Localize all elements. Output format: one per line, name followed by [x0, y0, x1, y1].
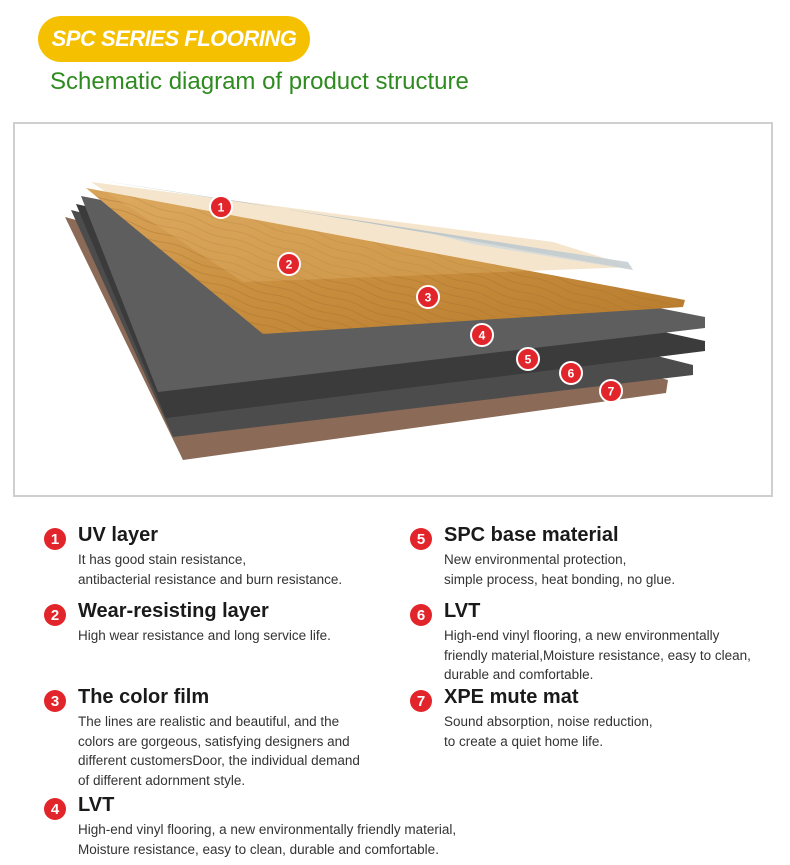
marker-1: 1 [209, 195, 233, 219]
marker-3: 3 [416, 285, 440, 309]
layer-description: Sound absorption, noise reduction, to cr… [444, 714, 653, 749]
layer-stack-illustration: 1 2 3 4 5 6 7 [65, 180, 705, 460]
layer-title: LVT [444, 600, 481, 622]
layer-number-badge: 6 [410, 604, 432, 626]
svg-text:4: 4 [479, 329, 486, 343]
svg-text:3: 3 [425, 291, 432, 305]
layer-description: The lines are realistic and beautiful, a… [78, 714, 360, 788]
svg-text:7: 7 [608, 385, 615, 399]
svg-text:6: 6 [568, 367, 575, 381]
layer-title: XPE mute mat [444, 686, 579, 708]
svg-text:2: 2 [286, 258, 293, 272]
marker-6: 6 [559, 361, 583, 385]
layer-title: The color film [78, 686, 210, 708]
layer-number-badge: 5 [410, 528, 432, 550]
marker-4: 4 [470, 323, 494, 347]
page-subtitle: Schematic diagram of product structure [50, 68, 469, 95]
svg-text:5: 5 [525, 353, 532, 367]
structure-diagram: 1 2 3 4 5 6 7 [13, 122, 773, 497]
layer-number-badge: 4 [44, 798, 66, 820]
layer-number-badge: 1 [44, 528, 66, 550]
layer-title: SPC base material [444, 524, 619, 546]
layer-title: Wear-resisting layer [78, 600, 269, 622]
layer-number-badge: 2 [44, 604, 66, 626]
marker-5: 5 [516, 347, 540, 371]
marker-2: 2 [277, 252, 301, 276]
layer-number-badge: 7 [410, 690, 432, 712]
marker-7: 7 [599, 379, 623, 403]
layer-title: LVT [78, 794, 115, 816]
layer-description: It has good stain resistance, antibacter… [78, 552, 343, 587]
layer-description: New environmental protection, simple pro… [444, 552, 676, 587]
svg-text:1: 1 [218, 201, 225, 215]
layer-title: UV layer [78, 524, 159, 546]
layer-number-badge: 3 [44, 690, 66, 712]
layer-description: High-end vinyl flooring, a new environme… [444, 628, 751, 682]
layer-description: High-end vinyl flooring, a new environme… [78, 822, 457, 857]
series-badge: SPC SERIES FLOORING [38, 16, 310, 62]
series-badge-label: SPC SERIES FLOORING [51, 26, 297, 51]
layer-description: High wear resistance and long service li… [78, 628, 331, 643]
